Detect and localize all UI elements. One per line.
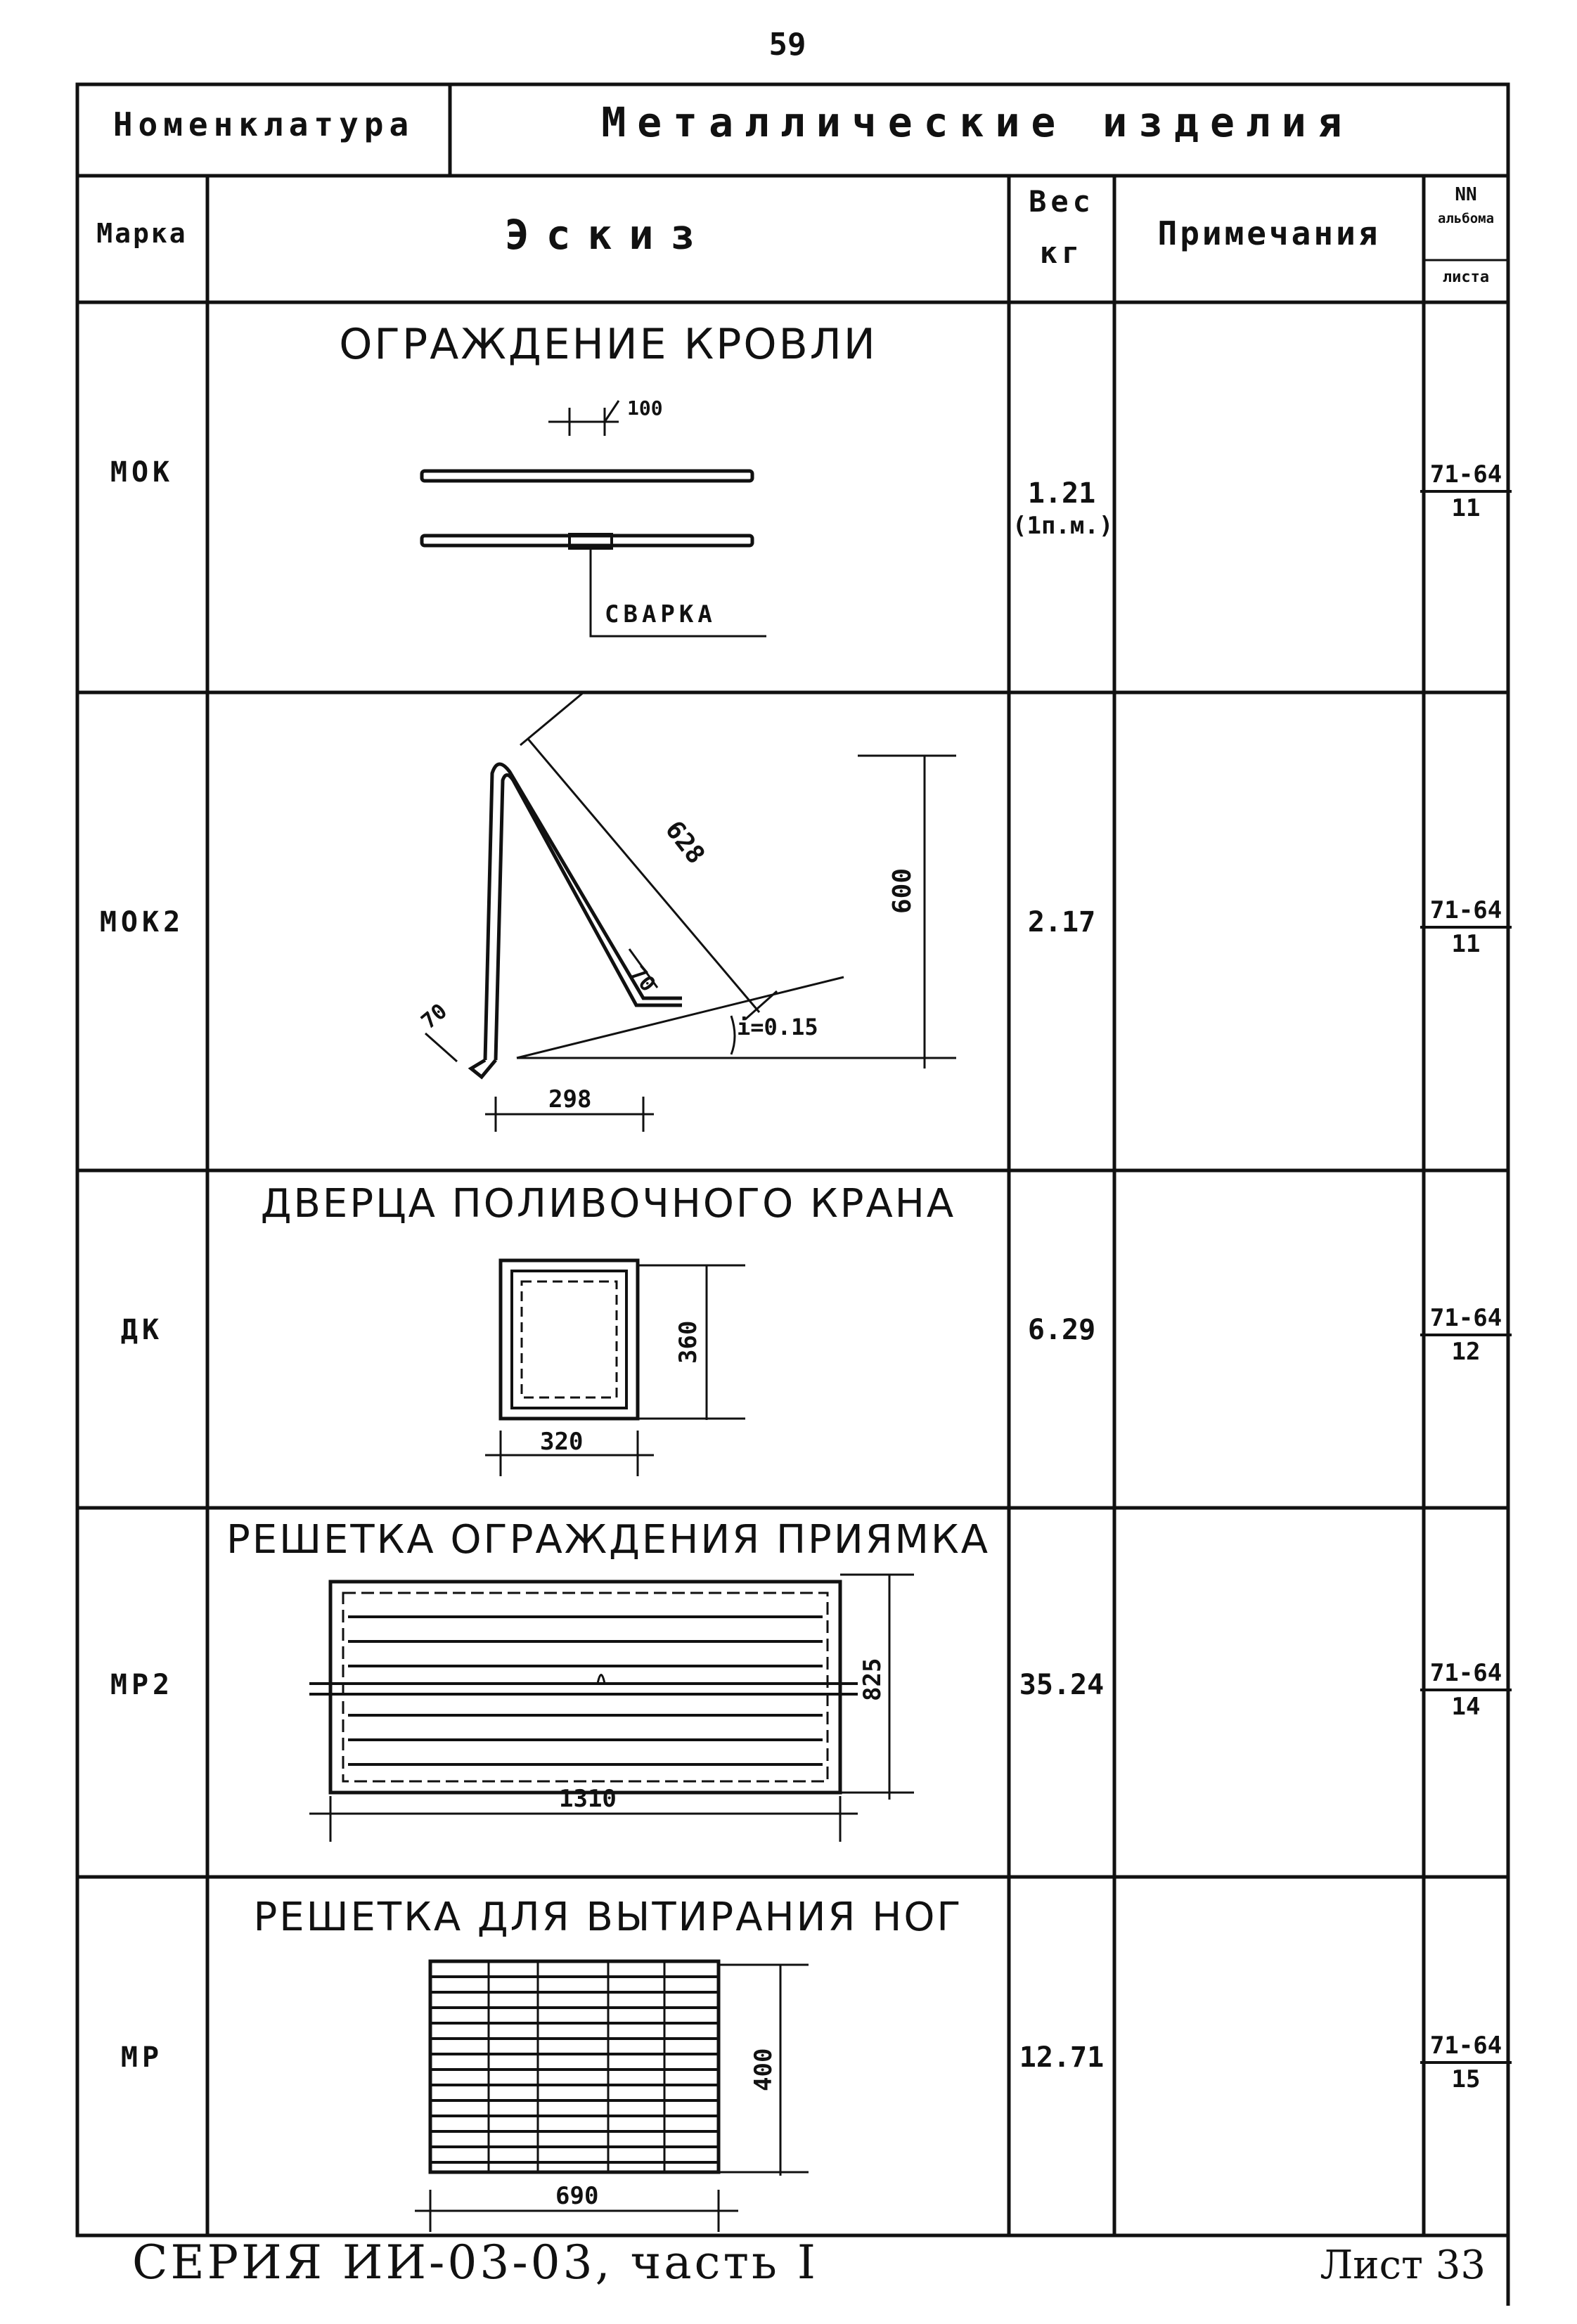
row-mark: МОК xyxy=(110,456,174,489)
ref-album: 71-64 xyxy=(1420,1659,1512,1691)
dim-1310: 1310 xyxy=(559,1785,617,1813)
sketch-faucet-door xyxy=(485,1258,745,1476)
row-weight-unit: (1п.м.) xyxy=(1012,512,1114,540)
row-ref: 71-64 11 xyxy=(1420,460,1512,522)
col-weight-header-line2: кг xyxy=(1039,235,1084,270)
ref-album: 71-64 xyxy=(1420,460,1512,493)
dim-690: 690 xyxy=(555,2182,598,2210)
dim-600: 600 xyxy=(888,868,917,914)
dim-628: 628 xyxy=(659,815,710,869)
row-ref: 71-64 12 xyxy=(1420,1304,1512,1366)
row-weight: 1.21 xyxy=(1027,477,1096,510)
dim-825: 825 xyxy=(858,1658,887,1701)
nomenclature-label: Номенклатура xyxy=(112,105,415,143)
section-title: Металлические изделия xyxy=(601,98,1353,146)
footer-series: СЕРИЯ ИИ-03-03, часть I xyxy=(132,2235,819,2290)
row-title: ДВЕРЦА ПОЛИВОЧНОГО КРАНА xyxy=(260,1181,956,1227)
sketch-roof-fence xyxy=(420,400,766,638)
ref-sheet: 11 xyxy=(1451,494,1481,522)
dim-100: 100 xyxy=(627,396,663,420)
ref-sheet: 14 xyxy=(1451,1693,1481,1721)
row-title: ОГРАЖДЕНИЕ КРОВЛИ xyxy=(339,320,877,369)
row-mark: ДК xyxy=(120,1314,164,1346)
col-ref-header-line1: NN xyxy=(1455,184,1477,205)
row-mark: МР2 xyxy=(110,1669,174,1701)
col-ref-header-line3: листа xyxy=(1442,269,1490,286)
ref-sheet: 12 xyxy=(1451,1338,1481,1366)
row-title: РЕШЕТКА ОГРАЖДЕНИЯ ПРИЯМКА xyxy=(226,1517,991,1563)
row-weight: 6.29 xyxy=(1027,1314,1096,1346)
col-sketch-header: Эскиз xyxy=(504,211,712,259)
dim-70-left: 70 xyxy=(417,999,452,1034)
col-weight-header-line1: Вес xyxy=(1029,184,1095,219)
row-ref: 71-64 11 xyxy=(1420,896,1512,958)
row-weight: 35.24 xyxy=(1019,1669,1105,1701)
ref-sheet: 15 xyxy=(1451,2065,1481,2093)
footer-sheet-number: Лист 33 xyxy=(1320,2242,1486,2288)
dim-320: 320 xyxy=(540,1428,583,1456)
dim-400: 400 xyxy=(749,2048,778,2091)
row-weight: 12.71 xyxy=(1019,2041,1105,2074)
col-mark-header: Марка xyxy=(96,218,188,249)
row-mark: МР xyxy=(120,2041,164,2074)
dim-360: 360 xyxy=(674,1321,702,1364)
dim-298: 298 xyxy=(548,1085,591,1113)
ref-album: 71-64 xyxy=(1420,896,1512,929)
col-ref-header-line2: альбома xyxy=(1437,211,1495,226)
sketch-pit-grille xyxy=(309,1573,914,1842)
row-ref: 71-64 14 xyxy=(1420,1659,1512,1721)
ref-sheet: 11 xyxy=(1451,930,1481,958)
sketch-roof-fence-bracket xyxy=(425,691,956,1132)
ref-album: 71-64 xyxy=(1420,1304,1512,1336)
slope-label: i=0.15 xyxy=(737,1014,818,1040)
row-mark: МОК2 xyxy=(99,906,185,938)
row-ref: 71-64 15 xyxy=(1420,2032,1512,2093)
page-number: 59 xyxy=(768,27,806,63)
row-weight: 2.17 xyxy=(1027,906,1096,938)
row-title: РЕШЕТКА ДЛЯ ВЫТИРАНИЯ НОГ xyxy=(253,1894,963,1940)
weld-note: СВАРКА xyxy=(605,600,716,628)
col-notes-header: Примечания xyxy=(1157,214,1381,252)
ref-album: 71-64 xyxy=(1420,2032,1512,2064)
sketch-foot-grate xyxy=(415,1959,809,2232)
